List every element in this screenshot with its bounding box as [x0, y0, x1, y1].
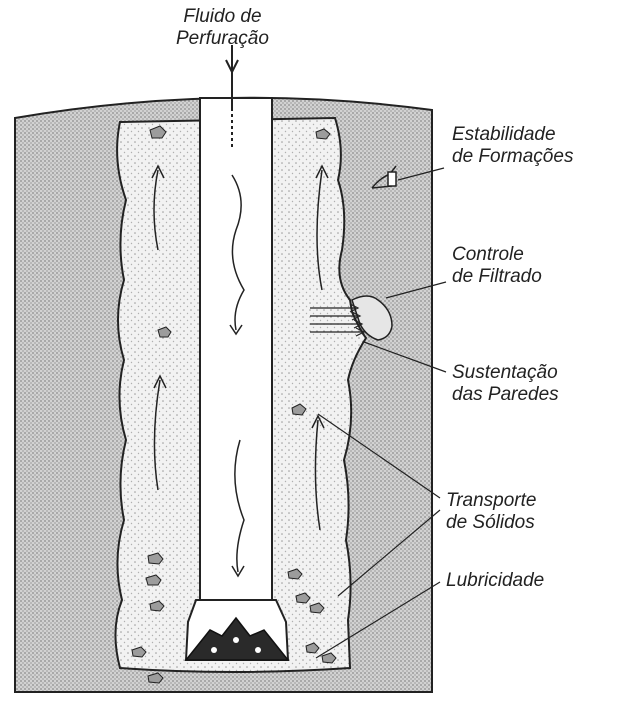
label-transport-line1: Transporte — [446, 490, 536, 512]
label-walls-line2: das Paredes — [452, 384, 559, 406]
label-filtrate-line1: Controle — [452, 244, 542, 266]
label-stability-line2: de Formações — [452, 146, 573, 168]
label-fluido-de-perfuracao: Fluido de Perfuração — [176, 6, 269, 50]
label-estabilidade-de-formacoes: Estabilidade de Formações — [452, 124, 573, 168]
label-filtrate-line2: de Filtrado — [452, 266, 542, 288]
label-transporte-de-solidos: Transporte de Sólidos — [446, 490, 536, 534]
label-sustentacao-das-paredes: Sustentação das Paredes — [452, 362, 559, 406]
label-walls-line1: Sustentação — [452, 362, 559, 384]
drill-pipe — [200, 98, 272, 600]
label-stability-line1: Estabilidade — [452, 124, 573, 146]
label-lubricidade: Lubricidade — [446, 570, 544, 592]
label-controle-de-filtrado: Controle de Filtrado — [452, 244, 542, 288]
label-transport-line2: de Sólidos — [446, 512, 536, 534]
label-fluid-line2: Perfuração — [176, 28, 269, 50]
label-fluid-line1: Fluido de — [176, 6, 269, 28]
label-lubricity-line1: Lubricidade — [446, 570, 544, 592]
